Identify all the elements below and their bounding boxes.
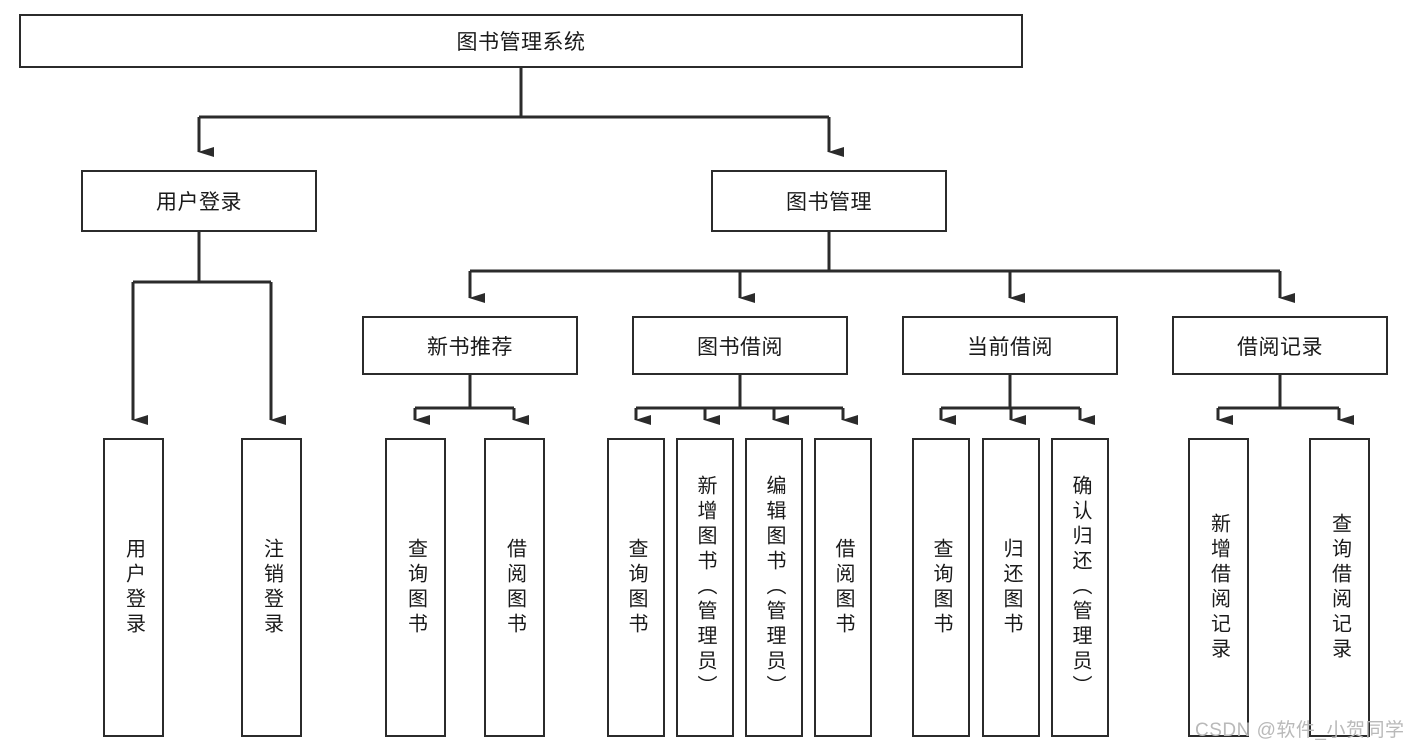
node-leaf-edit-book-label: 编辑图书（管理员）	[763, 475, 785, 700]
edge-group-book-borrow	[634, 375, 858, 425]
node-leaf-borrow-book-1[interactable]: 借阅图书	[484, 438, 545, 737]
node-leaf-query-book-3-label: 查询图书	[930, 537, 952, 638]
node-leaf-logout-label: 注销登录	[260, 537, 283, 638]
edge-group-book-manage	[468, 232, 1295, 303]
node-leaf-return-book[interactable]: 归还图书	[982, 438, 1040, 737]
watermark: CSDN @软件_小贺同学	[1195, 720, 1405, 741]
edge-group-borrow-record	[1216, 375, 1354, 425]
node-leaf-query-book-2-label: 查询图书	[625, 537, 647, 638]
node-leaf-edit-book[interactable]: 编辑图书（管理员）	[745, 438, 803, 737]
node-leaf-add-book-label: 新增图书（管理员）	[694, 475, 716, 700]
node-leaf-add-record-label: 新增借阅记录	[1207, 512, 1230, 663]
edge-group-new-book-recommend	[413, 375, 529, 425]
node-leaf-query-book-3[interactable]: 查询图书	[912, 438, 970, 737]
node-leaf-logout[interactable]: 注销登录	[241, 438, 302, 737]
node-new-book-recommend-label: 新书推荐	[427, 335, 513, 359]
node-leaf-user-login[interactable]: 用户登录	[103, 438, 164, 737]
node-book-borrow-label: 图书借阅	[697, 335, 783, 359]
node-leaf-query-book-1[interactable]: 查询图书	[385, 438, 446, 737]
node-book-borrow[interactable]: 图书借阅	[632, 316, 848, 375]
node-leaf-query-book-2[interactable]: 查询图书	[607, 438, 665, 737]
node-current-borrow-label: 当前借阅	[967, 335, 1053, 359]
node-leaf-query-record-label: 查询借阅记录	[1328, 512, 1351, 663]
node-current-borrow[interactable]: 当前借阅	[902, 316, 1118, 375]
node-user-login-label: 用户登录	[156, 191, 242, 214]
node-book-manage-label: 图书管理	[786, 191, 872, 214]
node-leaf-add-record[interactable]: 新增借阅记录	[1188, 438, 1249, 737]
node-user-login[interactable]: 用户登录	[81, 170, 317, 232]
node-leaf-user-login-label: 用户登录	[122, 537, 145, 638]
edge-group-user-login	[131, 232, 286, 425]
node-borrow-record[interactable]: 借阅记录	[1172, 316, 1388, 375]
node-leaf-confirm-return-label: 确认归还（管理员）	[1069, 475, 1091, 700]
node-leaf-borrow-book-2[interactable]: 借阅图书	[814, 438, 872, 737]
node-book-manage[interactable]: 图书管理	[711, 170, 947, 232]
node-leaf-query-book-1-label: 查询图书	[404, 537, 427, 638]
node-borrow-record-label: 借阅记录	[1237, 335, 1323, 359]
node-leaf-return-book-label: 归还图书	[1000, 537, 1022, 638]
edge-group-current-borrow	[939, 375, 1095, 425]
node-new-book-recommend[interactable]: 新书推荐	[362, 316, 578, 375]
node-leaf-add-book[interactable]: 新增图书（管理员）	[676, 438, 734, 737]
node-leaf-query-record[interactable]: 查询借阅记录	[1309, 438, 1370, 737]
node-leaf-confirm-return[interactable]: 确认归还（管理员）	[1051, 438, 1109, 737]
node-leaf-borrow-book-2-label: 借阅图书	[832, 537, 854, 638]
edge-group-root	[197, 68, 844, 157]
node-root[interactable]: 图书管理系统	[19, 14, 1023, 68]
node-leaf-borrow-book-1-label: 借阅图书	[503, 537, 526, 638]
node-root-label: 图书管理系统	[456, 31, 586, 54]
